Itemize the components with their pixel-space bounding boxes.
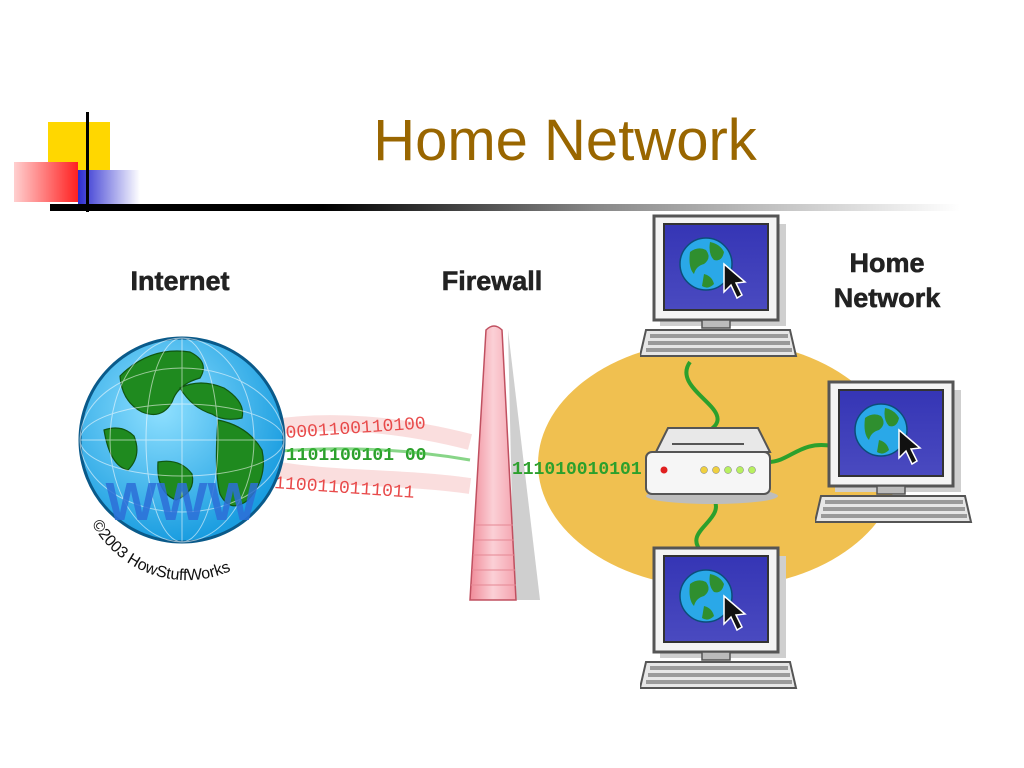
computer-top-icon xyxy=(640,214,798,358)
firewall-icon xyxy=(469,325,540,601)
slide-title: Home Network xyxy=(373,108,757,173)
title-rule xyxy=(50,204,960,211)
globe-icon: WWW ©2003 HowStuffWorks xyxy=(78,336,286,584)
home-network-label-line2: Network xyxy=(834,283,942,313)
computer-right-icon xyxy=(815,380,973,524)
firewall-label: Firewall xyxy=(442,266,543,296)
internet-label: Internet xyxy=(130,266,229,296)
bits-green-after-firewall: 111010010101 xyxy=(512,460,642,480)
decorative-vertical-line xyxy=(86,112,89,212)
decorative-red-square xyxy=(14,162,78,202)
computer-bottom-icon xyxy=(640,546,798,690)
router-icon xyxy=(645,427,778,504)
home-network-label-line1: Home xyxy=(849,248,924,278)
globe-www-text: WWW xyxy=(106,472,259,532)
